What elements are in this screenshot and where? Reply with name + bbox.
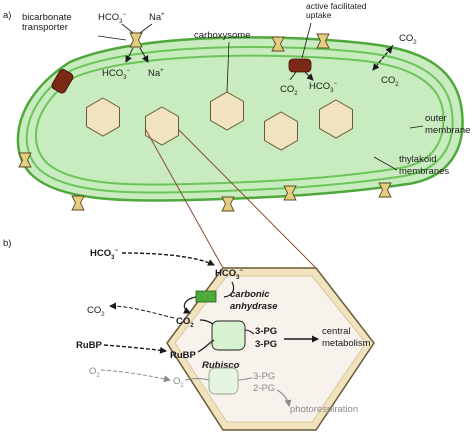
hco3-outside-label: HCO3− (90, 248, 118, 261)
active-uptake-pointer (301, 22, 312, 59)
carbonic-anhydrase-icon (195, 290, 217, 303)
membrane-transporter-icon (71, 195, 85, 211)
na-in-arrow (139, 23, 153, 34)
pg-grey-label-2: 2-PG (253, 383, 275, 394)
bicarbonate-transporter-label: bicarbonate transporter (22, 12, 74, 33)
rubisco-oxygenase-icon (208, 367, 239, 395)
carbonic-anhydrase-label: carbonic anhydrase (230, 289, 278, 312)
hco3-transport-arrow (121, 252, 215, 266)
pg-label-1: 3-PG (255, 326, 277, 337)
o2-inside-label: O2 (173, 376, 184, 389)
hco3-out-arrow (125, 47, 134, 63)
outer-membrane-label: outer membrane (425, 113, 470, 136)
oxygenase-product-line (237, 377, 253, 381)
co2-inside-label: CO2 (176, 316, 194, 329)
zoom-line-left (145, 129, 224, 269)
co2-diffuse-out-label: CO2 (381, 75, 399, 88)
na-out-label: Na+ (148, 68, 164, 79)
pg-grey-label-1: 3-PG (253, 371, 275, 382)
carboxysome-pointer (226, 41, 230, 93)
to-photorespiration-arrow (276, 389, 292, 407)
ca-to-co2-arrow (183, 296, 197, 314)
bicarbonate-pointer (97, 35, 127, 41)
panel-a-label: a) (3, 10, 11, 21)
rubp-transport-arrow (103, 344, 167, 354)
rubp-to-rubisco-arrow (197, 339, 215, 353)
membrane-transporter-icon (378, 182, 392, 198)
co2-diffuse-label: CO2 (399, 33, 417, 46)
hco3-to-ca-arrow (223, 281, 235, 298)
co2-outside-label: CO2 (87, 305, 105, 318)
rubisco-icon (211, 320, 246, 351)
rubp-outside-label: RuBP (76, 340, 103, 351)
carboxysome-label: carboxysome (194, 30, 251, 41)
na-out-arrow (139, 47, 149, 63)
zoom-line-right (178, 129, 317, 269)
uptake-protein-icon (51, 69, 74, 94)
membrane-transporter-icon (221, 196, 235, 212)
thylakoid-membranes-label: thylakoid membranes (399, 154, 449, 177)
co2-uptake-label: CO2 (280, 84, 298, 97)
hco3-inside-label: HCO3− (215, 268, 243, 281)
hco3-out-label: HCO3− (102, 68, 130, 81)
o2-to-rubisco-arrow (184, 378, 210, 381)
central-metabolism-label: central metabolism (322, 326, 371, 349)
hco3-in-label: HCO3− (98, 12, 126, 25)
photorespiration-label: photorespiration (290, 404, 358, 415)
thylakoid-membrane-outer (25, 46, 454, 194)
thylakoid-membrane-inner (34, 54, 445, 186)
hco3-in-arrow (121, 23, 134, 34)
hco3-uptake-label: HCO3− (309, 81, 337, 94)
outer-membrane-pointer (409, 125, 424, 129)
active-uptake-protein-icon (288, 58, 312, 73)
active-uptake-label: active facilitated uptake (306, 1, 369, 20)
thylakoid-pointer (373, 156, 398, 171)
na-in-label: Na+ (149, 12, 165, 23)
co2-leak-arrow (109, 302, 175, 319)
o2-outside-label: O2 (89, 366, 100, 379)
rubisco-product-line (244, 329, 255, 335)
panel-b-label: b) (3, 238, 11, 249)
co2-uptake-arrow (289, 71, 297, 81)
pg-label-2: 3-PG (255, 339, 277, 350)
hco3-uptake-arrow (304, 71, 314, 81)
rubisco-label: Rubisco (202, 360, 240, 371)
o2-transport-arrow (100, 369, 171, 383)
rubp-inside-label: RuBP (170, 350, 197, 361)
bicarbonate-transporter-icon (129, 32, 143, 48)
